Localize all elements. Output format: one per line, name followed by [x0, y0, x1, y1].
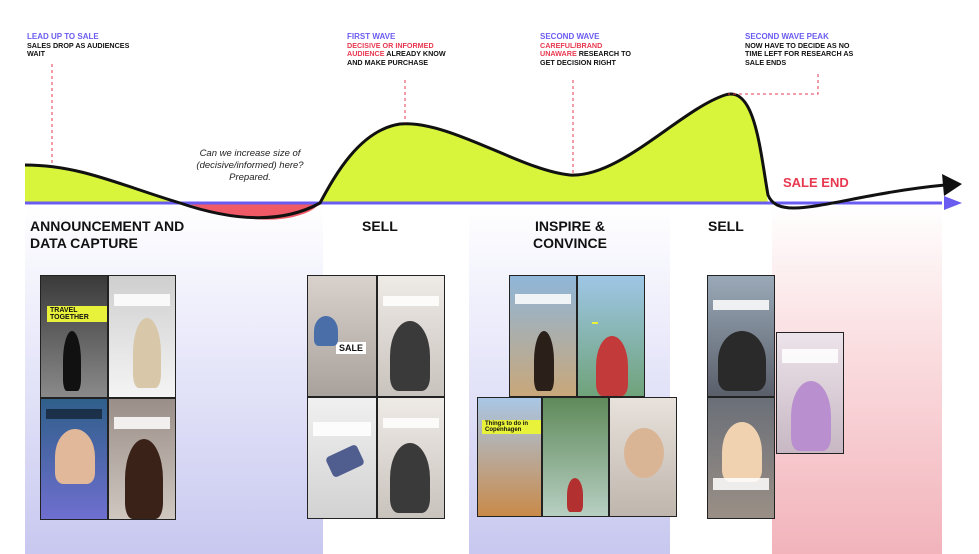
- media-tile[interactable]: [108, 398, 176, 520]
- annotation-second-peak-text: NOW HAVE TO DECIDE AS NO TIME LEFT FOR R…: [745, 40, 854, 67]
- annotation-first-wave-highlight: DECISIVE OR INFORMED AUDIENCE: [347, 40, 434, 59]
- media-tile[interactable]: [307, 397, 377, 519]
- media-tile[interactable]: [542, 397, 609, 517]
- annotation-lead-up-head: LEAD UP TO SALE: [27, 32, 99, 41]
- baseline-arrowhead: [944, 196, 962, 210]
- annotation-second-peak: SECOND WAVE PEAK NOW HAVE TO DECIDE AS N…: [745, 32, 867, 67]
- annotation-first-wave: FIRST WAVE DECISIVE OR INFORMED AUDIENCE…: [347, 32, 449, 67]
- phase-inspire: INSPIRE & CONVINCE: [533, 218, 607, 251]
- tile-caption: [713, 478, 769, 490]
- group-figure: [718, 331, 766, 391]
- annotation-second-wave-text: RESEARCH TO GET DECISION RIGHT: [540, 49, 631, 67]
- tile-caption: [383, 296, 439, 306]
- tile-sticker: [592, 322, 598, 324]
- annotation-lead-up-text: SALES DROP AS AUDIENCES WAIT: [27, 40, 130, 59]
- media-tile[interactable]: Things to do in Copenhagen: [477, 397, 542, 517]
- annotation-second-peak-head: SECOND WAVE PEAK: [745, 32, 829, 41]
- media-tile[interactable]: [509, 275, 577, 397]
- person-figure: [125, 439, 163, 519]
- annotation-second-wave: SECOND WAVE CAREFUL/BRAND UNAWARE RESEAR…: [540, 32, 638, 67]
- media-tile[interactable]: TRAVEL TOGETHER: [40, 275, 108, 398]
- phase-announcement: ANNOUNCEMENT AND DATA CAPTURE: [30, 218, 185, 251]
- tile-caption: [114, 417, 170, 429]
- wave-arrowhead: [942, 174, 962, 196]
- person-figure: [534, 331, 554, 391]
- tile-caption: [114, 294, 170, 306]
- annotation-first-wave-head: FIRST WAVE: [347, 32, 396, 41]
- tile-copenhagen-caption: Things to do in Copenhagen: [482, 420, 541, 434]
- media-tile[interactable]: [776, 332, 844, 454]
- media-tile[interactable]: [40, 398, 108, 520]
- tile-travel-caption: TRAVEL TOGETHER: [47, 306, 107, 322]
- wave-fill-green: [25, 93, 768, 203]
- media-tile[interactable]: [377, 397, 445, 519]
- tile-caption: [782, 349, 838, 363]
- wave-line: [24, 92, 946, 220]
- annotation-lead-up: LEAD UP TO SALE SALES DROP AS AUDIENCES …: [27, 32, 147, 59]
- media-tile[interactable]: [577, 275, 645, 397]
- luggage-shape: [314, 316, 338, 346]
- group-figure: [624, 428, 664, 478]
- leader-second-peak: [728, 74, 819, 95]
- media-tile[interactable]: [707, 275, 775, 397]
- media-tile[interactable]: [377, 275, 445, 397]
- person-figure: [567, 478, 583, 512]
- question-text: Can we increase size of (decisive/inform…: [196, 148, 304, 183]
- person-figure: [63, 331, 81, 391]
- person-figure: [722, 422, 762, 482]
- tile-caption: [313, 422, 371, 436]
- tile-caption: [713, 300, 769, 310]
- media-tile[interactable]: [609, 397, 677, 517]
- tile-caption: [383, 418, 439, 428]
- person-figure: [596, 336, 628, 396]
- phone-shape: [324, 443, 366, 479]
- sale-end-label: SALE END: [783, 175, 849, 190]
- person-figure: [791, 381, 831, 451]
- person-figure: [55, 429, 95, 484]
- media-tile[interactable]: SALE: [307, 275, 377, 397]
- tile-caption: [46, 409, 102, 419]
- media-tile[interactable]: [707, 397, 775, 519]
- person-figure: [390, 321, 430, 391]
- person-figure: [133, 318, 161, 388]
- phase-sell-2: SELL: [708, 218, 744, 234]
- tile-sale-sign: SALE: [336, 342, 367, 354]
- tile-caption: [515, 294, 571, 304]
- annotation-first-wave-text: ALREADY KNOW AND MAKE PURCHASE: [347, 49, 446, 67]
- phase-sell-1: SELL: [362, 218, 398, 234]
- annotation-second-wave-head: SECOND WAVE: [540, 32, 600, 41]
- annotation-second-wave-highlight: CAREFUL/BRAND UNAWARE: [540, 40, 603, 59]
- media-tile[interactable]: [108, 275, 176, 398]
- person-figure: [390, 443, 430, 513]
